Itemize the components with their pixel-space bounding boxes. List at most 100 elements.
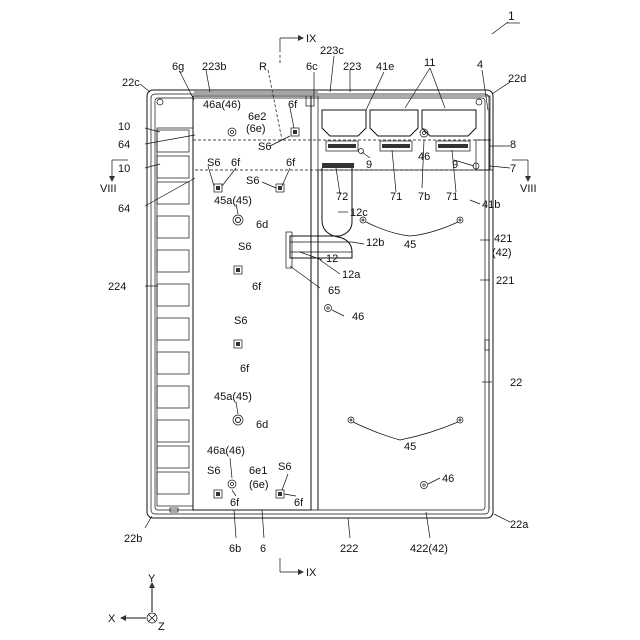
label-223: 223: [343, 61, 361, 73]
section-mark-left: VIII: [100, 183, 117, 195]
label-421: 421: [494, 233, 512, 245]
label-S6-g: S6: [278, 461, 291, 473]
section-mark-top: IX: [306, 33, 317, 45]
label-422: 422(42): [410, 543, 448, 555]
label-6f-f: 6f: [230, 497, 240, 509]
label-223b: 223b: [202, 61, 226, 73]
region-R-leader: [268, 70, 282, 140]
label-46a-top: 46a(46): [203, 99, 241, 111]
label-S6-b: S6: [207, 157, 220, 169]
label-9-b: 9: [452, 159, 458, 171]
hole-46-top-inner: [423, 132, 426, 135]
leader-lines: [140, 56, 510, 538]
label-6e2: 6e2: [248, 111, 266, 123]
label-6f-c: 6f: [286, 157, 296, 169]
label-12c: 12c: [350, 207, 368, 219]
label-7: 7: [510, 163, 516, 175]
plate-8: [476, 140, 489, 170]
label-7b: 7b: [418, 191, 430, 203]
section-mark-bottom: IX: [306, 567, 317, 579]
label-S6-f: S6: [207, 465, 220, 477]
label-4: 4: [477, 59, 483, 71]
label-6f-g: 6f: [294, 497, 304, 509]
label-221: 221: [496, 275, 514, 287]
figure-number: 1: [508, 9, 515, 23]
left-ribs: [157, 130, 189, 494]
label-22: 22: [510, 377, 522, 389]
section-arrowhead-top: [298, 35, 304, 41]
label-9-a: 9: [366, 159, 372, 171]
housing-inner: [151, 94, 489, 514]
label-64-b: 64: [118, 203, 130, 215]
label-41b: 41b: [482, 199, 500, 211]
connectors-11: [322, 110, 476, 151]
label-6f-e: 6f: [240, 363, 250, 375]
label-12: 12: [326, 253, 338, 265]
label-45-b: 45: [404, 441, 416, 453]
axis-z-label: Z: [158, 621, 165, 633]
axis-x-label: X: [108, 613, 116, 625]
plate-holes: [228, 128, 243, 488]
label-6f-d: 6f: [252, 281, 262, 293]
label-45-a: 45: [404, 239, 416, 251]
label-S6-e: S6: [234, 315, 247, 327]
label-6f-b: 6f: [231, 157, 241, 169]
section-arrowhead-left: [109, 176, 115, 182]
label-6: 6: [260, 543, 266, 555]
housing-outer: [147, 90, 493, 518]
plate-6c-flange: [306, 96, 314, 106]
label-12a: 12a: [342, 269, 361, 281]
label-6e1: 6e1: [249, 465, 267, 477]
label-6c: 6c: [306, 61, 318, 73]
corner-hole-top-right: [476, 99, 482, 105]
frame-tab: [485, 340, 489, 350]
label-22b: 22b: [124, 533, 142, 545]
figure-number-leader: [492, 22, 508, 34]
label-10-b: 10: [118, 163, 130, 175]
label-6f-a: 6f: [288, 99, 298, 111]
label-11: 11: [424, 57, 435, 69]
label-65: 65: [328, 285, 340, 297]
label-71-a: 71: [390, 191, 402, 203]
label-71-b: 71: [446, 191, 458, 203]
label-46-b: 46: [352, 311, 364, 323]
section-mark-right: VIII: [520, 183, 537, 195]
cable-12: [290, 168, 352, 258]
label-22a: 22a: [510, 519, 529, 531]
housing-inner-edge: [155, 98, 485, 510]
label-22c: 22c: [122, 77, 140, 89]
label-224: 224: [108, 281, 126, 293]
label-223c: 223c: [320, 45, 344, 57]
cable-12-end: [286, 232, 292, 268]
label-45a-a: 45a(45): [214, 195, 252, 207]
axis-y-label: Y: [148, 573, 156, 585]
label-64-a: 64: [118, 139, 130, 151]
board-41-top: [318, 96, 490, 170]
section-arrowhead-right: [525, 176, 531, 182]
label-6b: 6b: [229, 543, 241, 555]
corner-hole-top-left: [157, 99, 163, 105]
label-12b: 12b: [366, 237, 384, 249]
label-R: R: [259, 61, 267, 73]
label-222: 222: [340, 543, 358, 555]
label-45a-b: 45a(45): [214, 391, 252, 403]
label-46-c: 46: [442, 473, 454, 485]
label-6d-a: 6d: [256, 219, 268, 231]
label-S6-d: S6: [238, 241, 251, 253]
label-22d: 22d: [508, 73, 526, 85]
label-6g: 6g: [172, 61, 184, 73]
label-72: 72: [336, 191, 348, 203]
axis-x-arrowhead: [120, 615, 126, 621]
section-arrowhead-bottom: [298, 569, 304, 575]
holes-46: [325, 305, 428, 489]
label-42-a: (42): [492, 247, 512, 259]
label-6e-top: (6e): [246, 123, 266, 135]
label-8: 8: [510, 139, 516, 151]
connector-72: [322, 163, 354, 168]
label-6d-b: 6d: [256, 419, 268, 431]
left-rib-column: [157, 128, 193, 506]
label-46-a: 46: [418, 151, 430, 163]
label-41e: 41e: [376, 61, 394, 73]
label-S6-a: S6: [258, 141, 271, 153]
